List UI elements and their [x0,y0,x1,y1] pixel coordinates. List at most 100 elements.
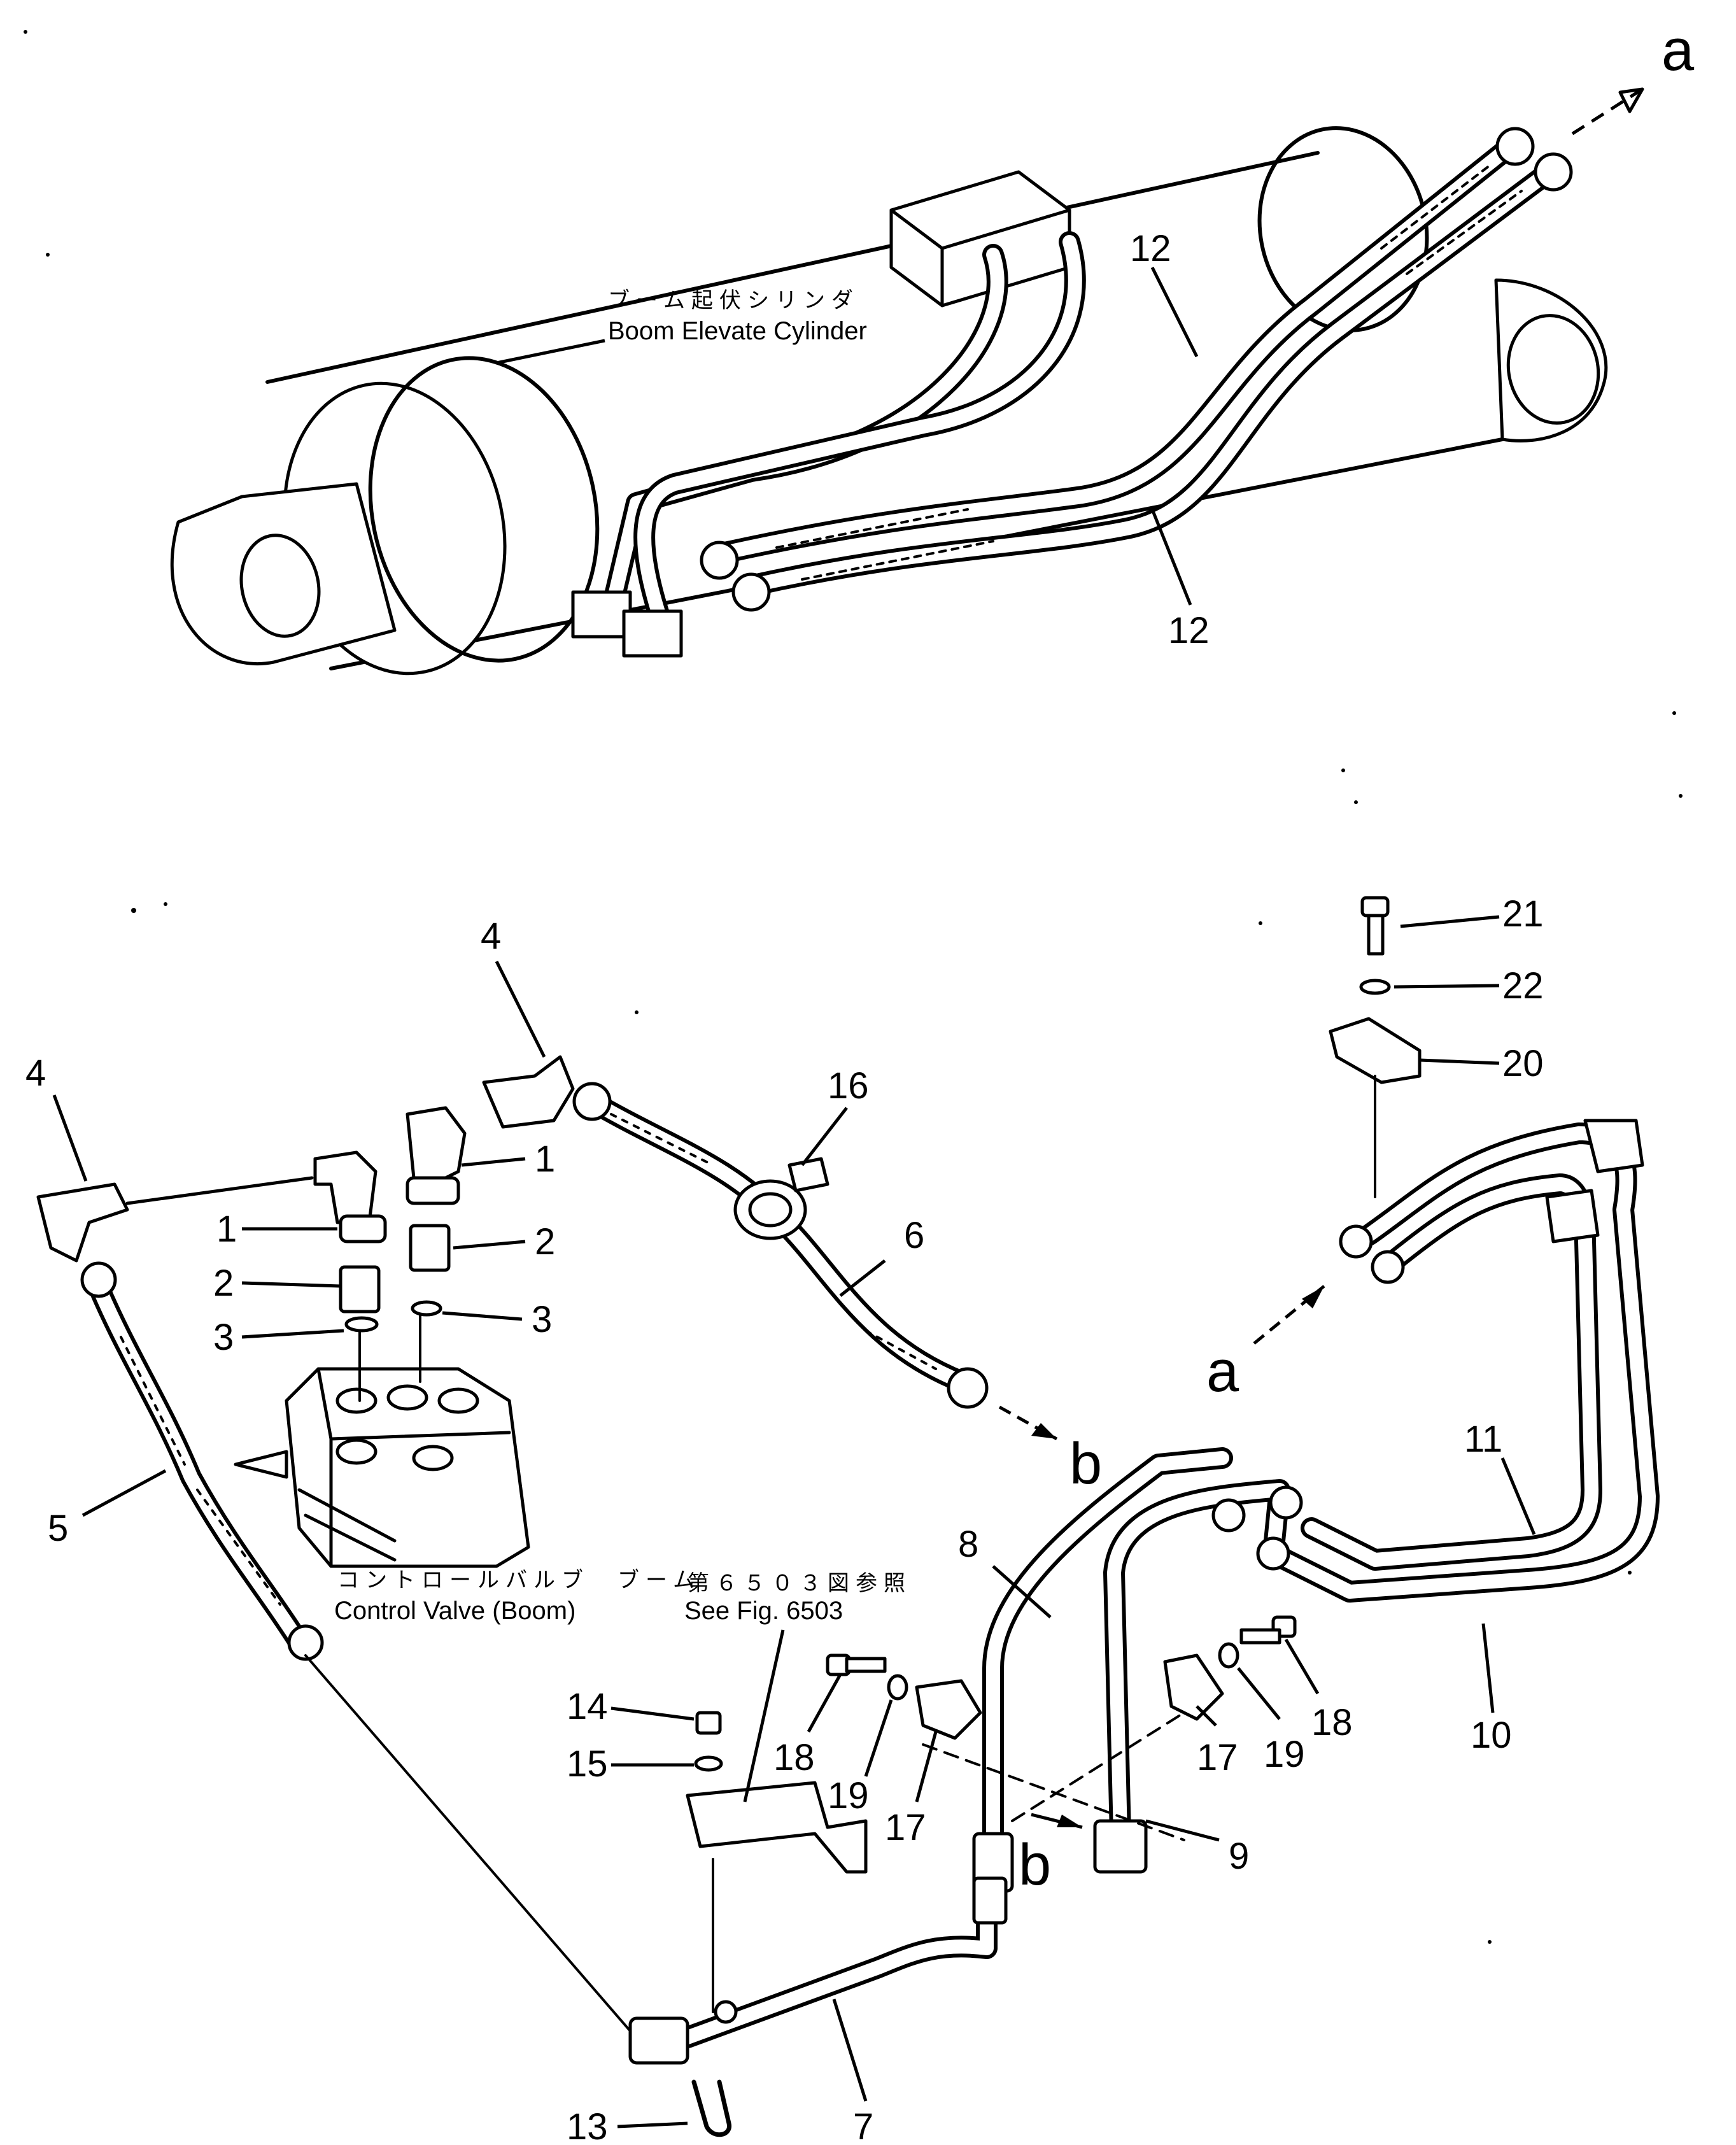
part-15-callout: 15 [567,1743,694,1785]
pipe-7 [628,1876,1008,2065]
part-11-callout: 11 [1464,1419,1536,1535]
clamp-17-right [1163,1653,1224,1721]
u-bolt-13 [691,2079,731,2137]
connector-a-top: a [1571,18,1695,136]
part-13-label: 13 [567,2106,608,2145]
part-18-left-callout: 18 [773,1673,842,1778]
part-4-top-label: 4 [481,916,501,957]
fittings-right-stack [406,1106,467,1383]
control-valve-block: コントロールバルブ ブーム Control Valve (Boom) [234,1367,701,1625]
part-19-right-label: 19 [1264,1734,1305,1775]
part-3-left-label: 3 [213,1317,234,1358]
connector-a-top-label: a [1662,18,1695,83]
part-13-callout: 13 [567,2106,688,2145]
nut-14 [695,1711,722,1735]
washer-22 [1359,979,1391,995]
part-1-right-label: 1 [535,1138,555,1180]
part-3-right-label: 3 [532,1299,552,1340]
cylinder-label: ブーム起伏シリンダ Boom Elevate Cylinder [496,288,867,365]
part-10-callout: 10 [1471,1623,1512,1756]
part-18-right-label: 18 [1311,1702,1353,1743]
cylinder-label-jp: ブーム起伏シリンダ [608,288,859,313]
part-17-left-callout: 17 [885,1731,938,1848]
part-4-top-callout: 4 [481,916,546,1058]
part-17-left-label: 17 [885,1807,926,1848]
part-11-label: 11 [1464,1419,1502,1460]
reference-label: 第６５０３図参照 See Fig. 6503 [684,1571,912,1802]
connector-b-bottom: b [1019,1813,1083,1897]
part-21-label: 21 [1502,893,1544,935]
part-17-right-callout: 17 [1196,1705,1238,1778]
bolt-21 [1360,896,1390,956]
part-16-label: 16 [828,1065,869,1107]
part-6-callout: 6 [839,1215,924,1297]
connector-a-bottom: a [1206,1285,1325,1404]
scan-speckles [24,30,1683,1944]
part-19-left-label: 19 [828,1775,869,1816]
control-valve-label-jp: コントロールバルブ ブーム [337,1568,701,1593]
part-18-right-callout: 18 [1284,1638,1353,1743]
part-22-callout: 22 [1394,965,1544,1007]
connector-b-right-label: b [1069,1431,1102,1496]
part-7-callout: 7 [832,1999,873,2145]
part-2-right-callout: 2 [453,1221,555,1263]
hose-5 [80,1261,632,2032]
part-6-label: 6 [904,1215,924,1256]
bolt-18-left [826,1653,887,1676]
part-5-callout: 5 [48,1469,167,1549]
washer-19-right [1218,1642,1239,1669]
part-3-right-callout: 3 [442,1299,552,1340]
part-21-callout: 21 [1400,893,1544,935]
part-20-label: 20 [1502,1043,1544,1084]
pipe-8-9 [922,1447,1303,1893]
part-9-callout: 9 [1145,1819,1249,1877]
washer-15 [694,1755,723,1772]
part-17-right-label: 17 [1197,1737,1238,1778]
cylinder-label-en: Boom Elevate Cylinder [608,317,867,345]
part-4-left-label: 4 [25,1052,46,1094]
part-4-left-callout: 4 [25,1052,88,1182]
elbow-4-left [36,1176,314,1263]
part-12-upper-label: 12 [1130,228,1171,269]
part-3-left-callout: 3 [213,1317,344,1358]
part-9-label: 9 [1229,1836,1249,1877]
part-8-label: 8 [958,1524,978,1565]
hose-10-11 [1262,1119,1660,1603]
part-14-callout: 14 [567,1686,695,1727]
connector-b-right: b [998,1405,1102,1496]
clamp-16 [733,1157,829,1240]
part-2-right-label: 2 [535,1221,555,1263]
part-2-left-label: 2 [213,1263,234,1304]
part-7-label: 7 [853,2106,873,2145]
part-18-left-label: 18 [773,1737,815,1778]
plate-20 [1329,1017,1422,1198]
part-1-right-callout: 1 [461,1138,555,1180]
bracket [686,1781,868,2013]
fittings-left-stack [313,1150,387,1402]
washer-19-left [887,1674,908,1701]
elbow-4-top [482,1055,575,1129]
part-1-left-label: 1 [216,1208,237,1250]
part-12-upper-callout: 12 [1130,228,1199,358]
cylinder-small-pipes [571,231,1086,658]
connector-b-bottom-label: b [1019,1832,1051,1897]
reference-label-en: See Fig. 6503 [684,1597,843,1625]
control-valve-label-en: Control Valve (Boom) [334,1597,575,1625]
bolt-18-right [1239,1615,1297,1645]
hose-12-pair [700,127,1573,612]
part-10-label: 10 [1471,1715,1512,1756]
reference-label-jp: 第６５０３図参照 [688,1571,912,1596]
part-2-left-callout: 2 [213,1263,341,1304]
part-14-label: 14 [567,1686,608,1727]
part-19-right-callout: 19 [1237,1667,1305,1775]
part-12-lower-label: 12 [1168,610,1210,651]
part-8-callout: 8 [958,1524,1052,1618]
boom-cylinder [170,126,1608,676]
connector-a-bottom-label: a [1206,1339,1239,1404]
part-22-label: 22 [1502,965,1544,1007]
part-16-callout: 16 [801,1065,869,1166]
hose-6 [572,1082,989,1409]
clamp-17-left [915,1679,982,1740]
part-5-label: 5 [48,1508,68,1549]
